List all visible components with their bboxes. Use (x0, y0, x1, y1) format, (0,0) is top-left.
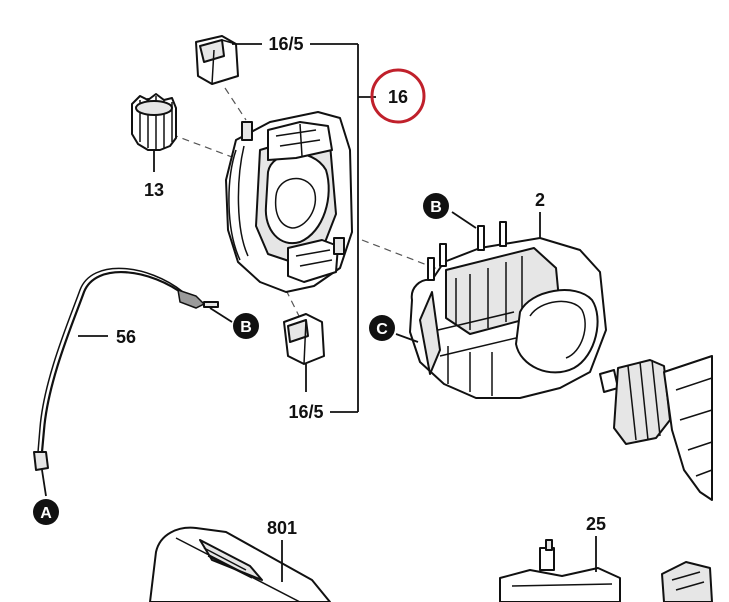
handle-801 (149, 526, 331, 602)
switch-25 (499, 536, 621, 602)
armature (599, 355, 713, 501)
label-16-5-bottom: 16/5 (288, 402, 323, 422)
svg-text:B: B (430, 199, 442, 216)
svg-text:C: C (376, 321, 388, 338)
brush-top (195, 35, 262, 85)
highlight-circle (370, 68, 426, 124)
gear-13 (131, 93, 177, 172)
svg-text:A: A (40, 505, 52, 522)
label-25: 25 (586, 514, 606, 534)
label-16: 16 (388, 87, 408, 107)
part-bottom-right (661, 561, 713, 602)
svg-text:B: B (240, 319, 252, 336)
badge-b-top: B (423, 193, 449, 219)
label-801: 801 (267, 518, 297, 538)
field-stator-2 (395, 211, 607, 399)
label-2: 2 (535, 190, 545, 210)
badge-b-wire: B (233, 313, 259, 339)
group-16-bracket (310, 43, 376, 413)
label-13: 13 (144, 180, 164, 200)
brush-holder (225, 111, 353, 293)
label-56: 56 (116, 327, 136, 347)
badge-a-wire: A (33, 499, 59, 525)
badge-c-field: C (369, 315, 395, 341)
label-16-5-top: 16/5 (268, 34, 303, 54)
brush-bottom (283, 313, 325, 392)
wire-56 (33, 267, 233, 497)
